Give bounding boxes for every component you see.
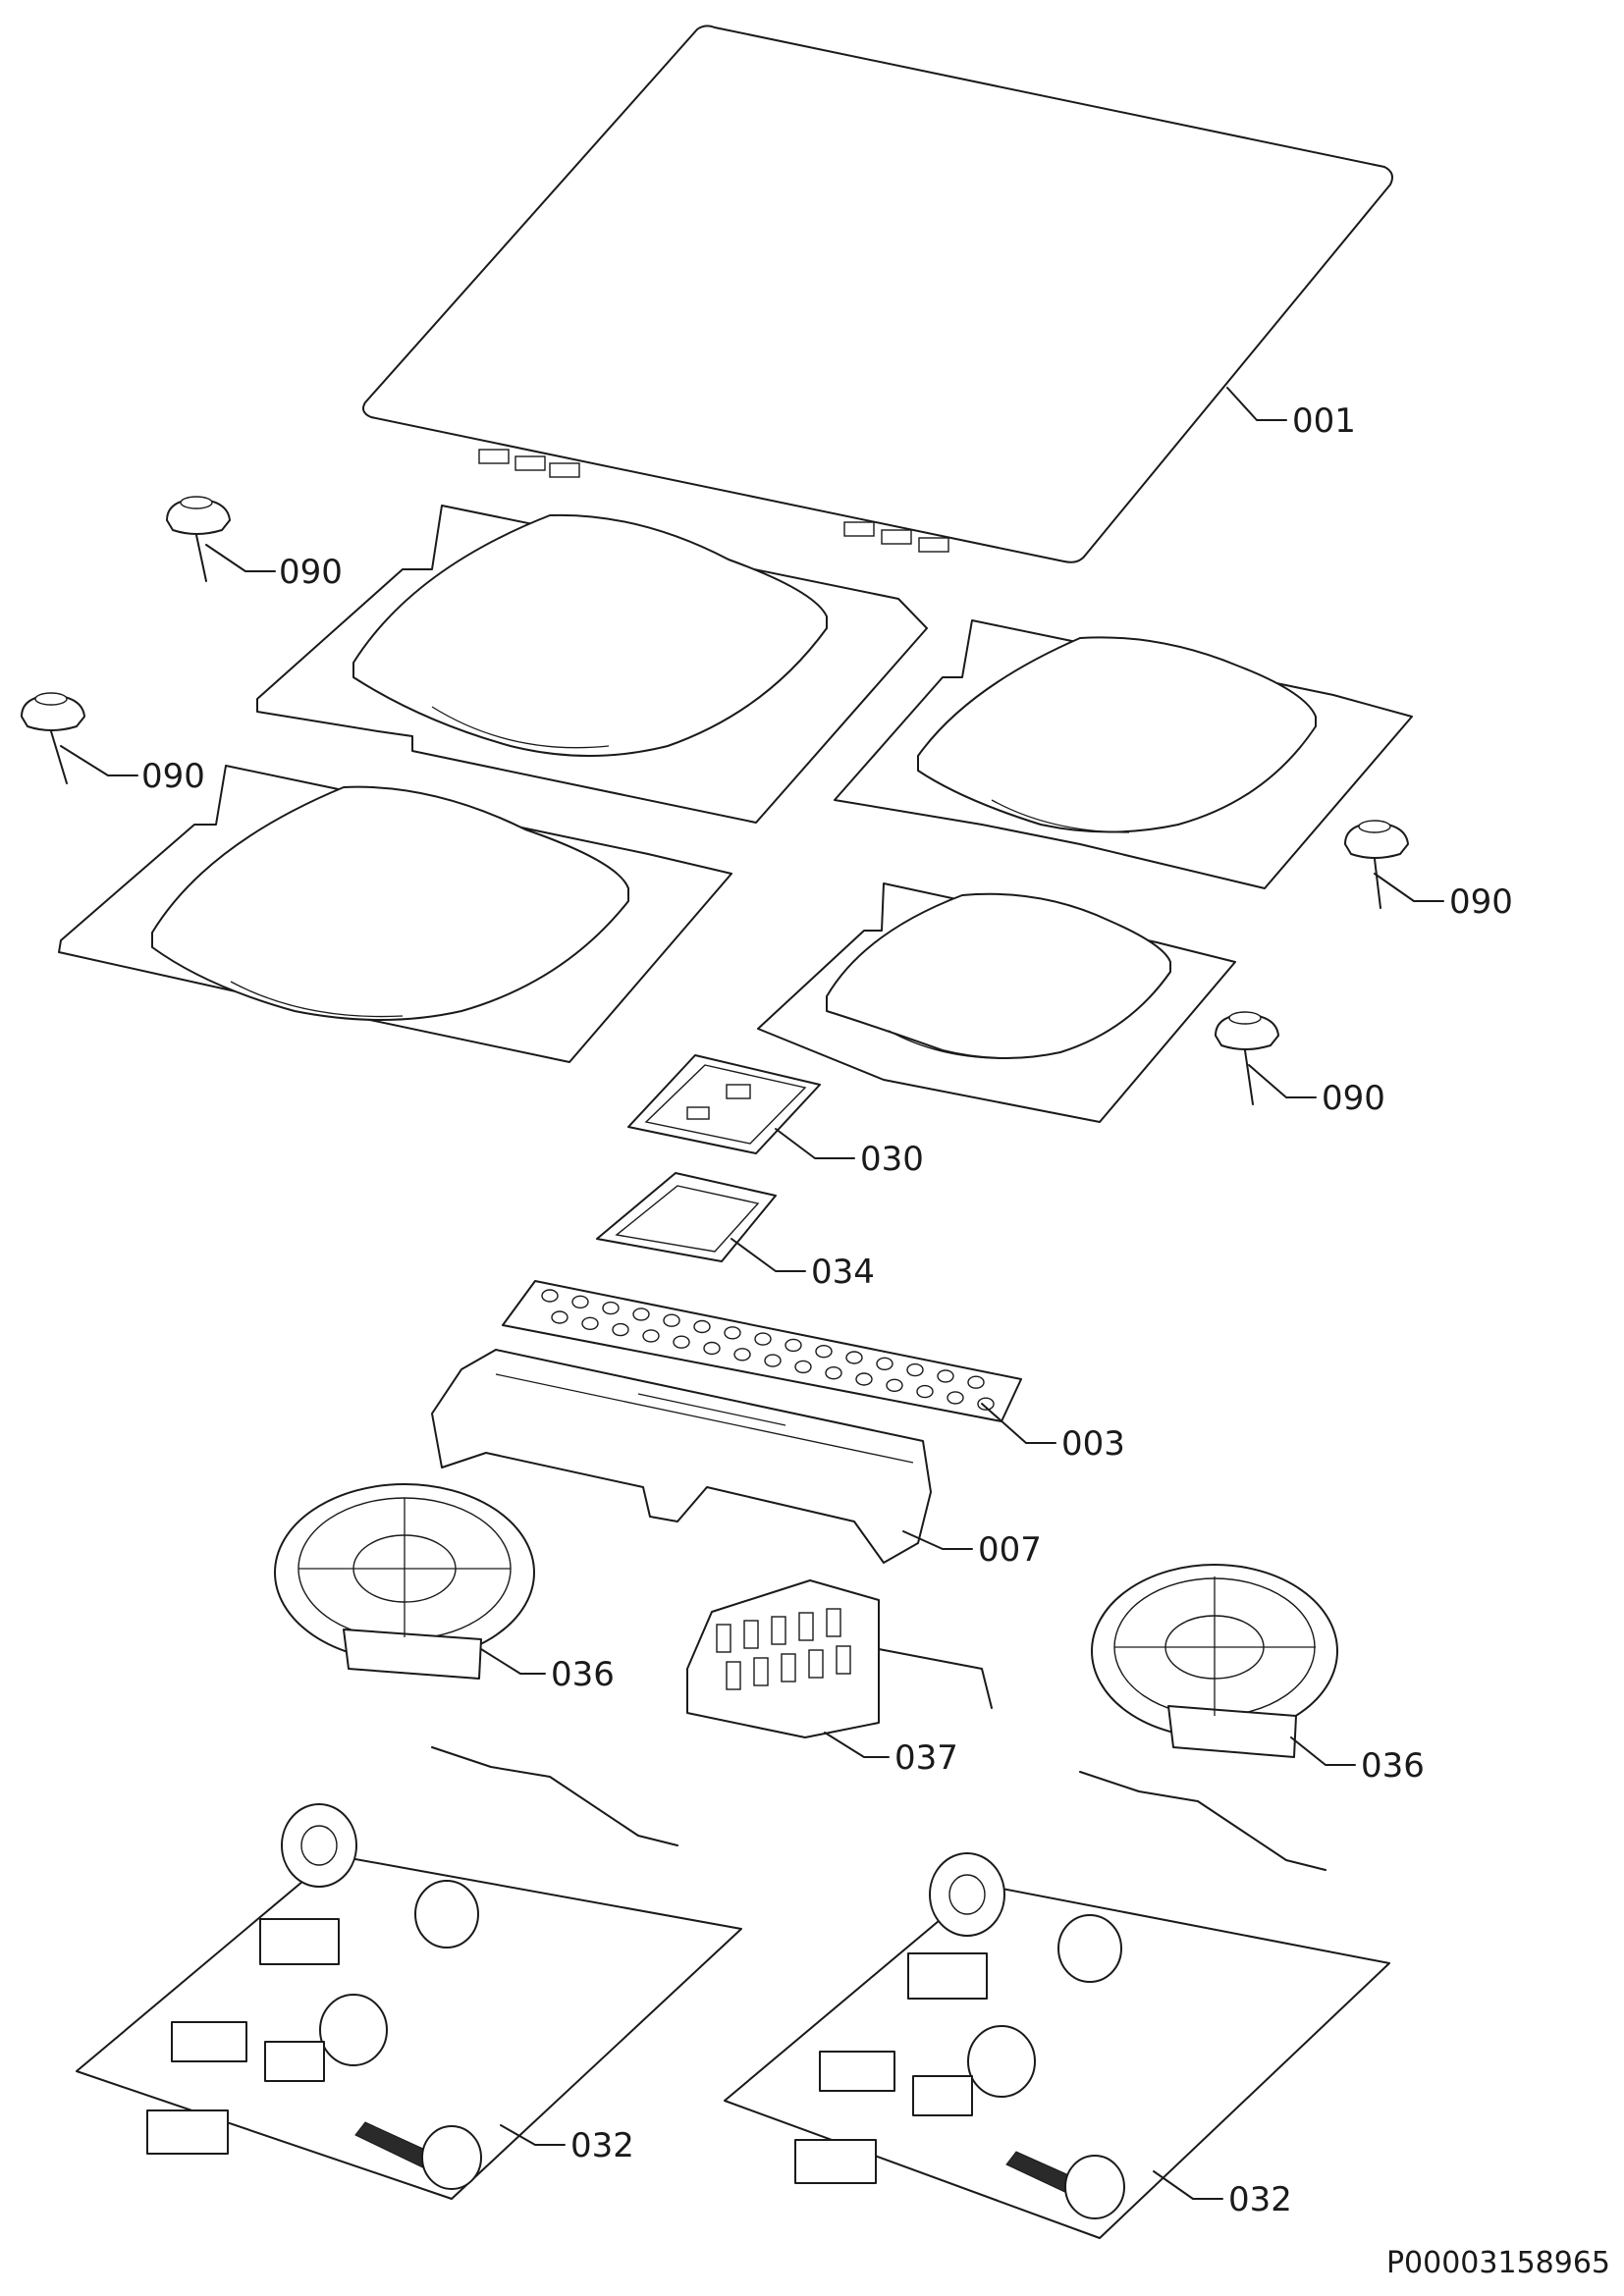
terminal-pin (836, 1645, 851, 1675)
leader-090-3 (1374, 873, 1444, 902)
terminal-pin (726, 1661, 741, 1690)
callout-090-2: 090 (141, 757, 205, 796)
document-reference-number: P00003158965 (1386, 2246, 1610, 2280)
part-001-glass-top (362, 25, 1393, 563)
terminal-pin (826, 1608, 841, 1637)
part-037-terminal-block (686, 1579, 993, 1738)
part-090-foot-3 (1344, 820, 1409, 909)
part-090-foot-2 (21, 692, 85, 784)
touch-button-mark (785, 1338, 802, 1353)
touch-button-mark (724, 1326, 741, 1340)
part-032-power-board-left (76, 1746, 742, 2200)
coil-plate-bottom-left (58, 765, 732, 1063)
leader-007 (902, 1530, 973, 1550)
callout-003: 003 (1061, 1424, 1125, 1464)
touch-button-mark (876, 1357, 893, 1371)
part-030-control-module (627, 1054, 821, 1154)
leader-001 (1226, 387, 1287, 421)
leader-090-1 (205, 544, 276, 572)
callout-034: 034 (811, 1253, 875, 1292)
touch-button-mark (581, 1316, 599, 1331)
callout-labels: 001 090 090 090 090 030 034 003 007 036 … (141, 401, 1513, 2219)
touch-button-mark (754, 1332, 772, 1346)
coil-plate-top-right (834, 619, 1413, 889)
leader-lines (60, 387, 1444, 2200)
terminal-pin (771, 1616, 786, 1645)
touch-button-mark (733, 1348, 751, 1362)
touch-button-mark (612, 1322, 629, 1337)
touch-button-mark (906, 1362, 924, 1377)
touch-button-mark (937, 1369, 954, 1383)
leader-036-1 (480, 1648, 546, 1675)
leader-032-2 (1153, 2170, 1223, 2200)
terminal-pin (798, 1612, 814, 1641)
touch-button-mark (916, 1384, 934, 1399)
terminal-pin (716, 1624, 731, 1653)
leader-090-2 (60, 745, 138, 776)
terminal-pin (753, 1657, 769, 1686)
leader-032-1 (500, 2124, 566, 2146)
callout-001: 001 (1292, 401, 1356, 441)
touch-button-mark (632, 1308, 650, 1321)
touch-button-mark (825, 1365, 842, 1380)
touch-button-mark (845, 1351, 863, 1364)
callout-032-2: 032 (1228, 2180, 1292, 2219)
touch-button-mark (642, 1329, 660, 1343)
part-036-fan-left (274, 1483, 535, 1680)
touch-button-mark (703, 1341, 721, 1356)
leader-003 (981, 1403, 1056, 1444)
touch-button-mark (541, 1289, 559, 1303)
part-032-power-board-right (724, 1771, 1390, 2239)
part-003-touch-board (502, 1280, 1022, 1422)
leader-034 (731, 1238, 806, 1272)
part-007-bracket (431, 1349, 932, 1564)
part-036-fan-right (1091, 1564, 1338, 1758)
leader-030 (775, 1128, 855, 1159)
callout-036-1: 036 (551, 1655, 615, 1694)
touch-button-mark (815, 1344, 833, 1359)
touch-button-mark (571, 1295, 589, 1309)
terminal-pin (808, 1649, 824, 1679)
terminal-pin (781, 1653, 796, 1682)
touch-button-mark (794, 1360, 812, 1374)
part-090-foot-4 (1215, 1011, 1279, 1105)
callout-036-2: 036 (1361, 1746, 1425, 1786)
coil-plate-bottom-right (757, 882, 1236, 1123)
touch-button-mark (764, 1354, 782, 1367)
coil-plate-top-left (256, 505, 928, 824)
leader-037 (824, 1732, 890, 1758)
callout-090-4: 090 (1322, 1079, 1385, 1118)
callout-007: 007 (978, 1530, 1042, 1570)
callout-090-1: 090 (279, 553, 343, 592)
touch-button-mark (693, 1319, 711, 1334)
touch-button-mark (967, 1375, 985, 1389)
touch-button-mark (663, 1313, 680, 1327)
leader-090-4 (1248, 1064, 1317, 1098)
leader-036-2 (1290, 1736, 1356, 1766)
touch-button-mark (602, 1301, 620, 1315)
terminal-pin (743, 1620, 759, 1649)
callout-090-3: 090 (1449, 882, 1513, 922)
callout-030: 030 (860, 1140, 924, 1179)
touch-button-mark (947, 1391, 964, 1405)
part-034-frame (596, 1172, 777, 1262)
touch-button-mark (977, 1397, 995, 1411)
touch-button-mark (855, 1372, 873, 1386)
touch-button-mark (886, 1378, 903, 1393)
callout-037: 037 (894, 1738, 958, 1778)
callout-032-1: 032 (570, 2126, 634, 2165)
part-090-foot-1 (166, 496, 231, 582)
touch-button-mark (673, 1335, 690, 1349)
touch-button-mark (551, 1310, 568, 1324)
